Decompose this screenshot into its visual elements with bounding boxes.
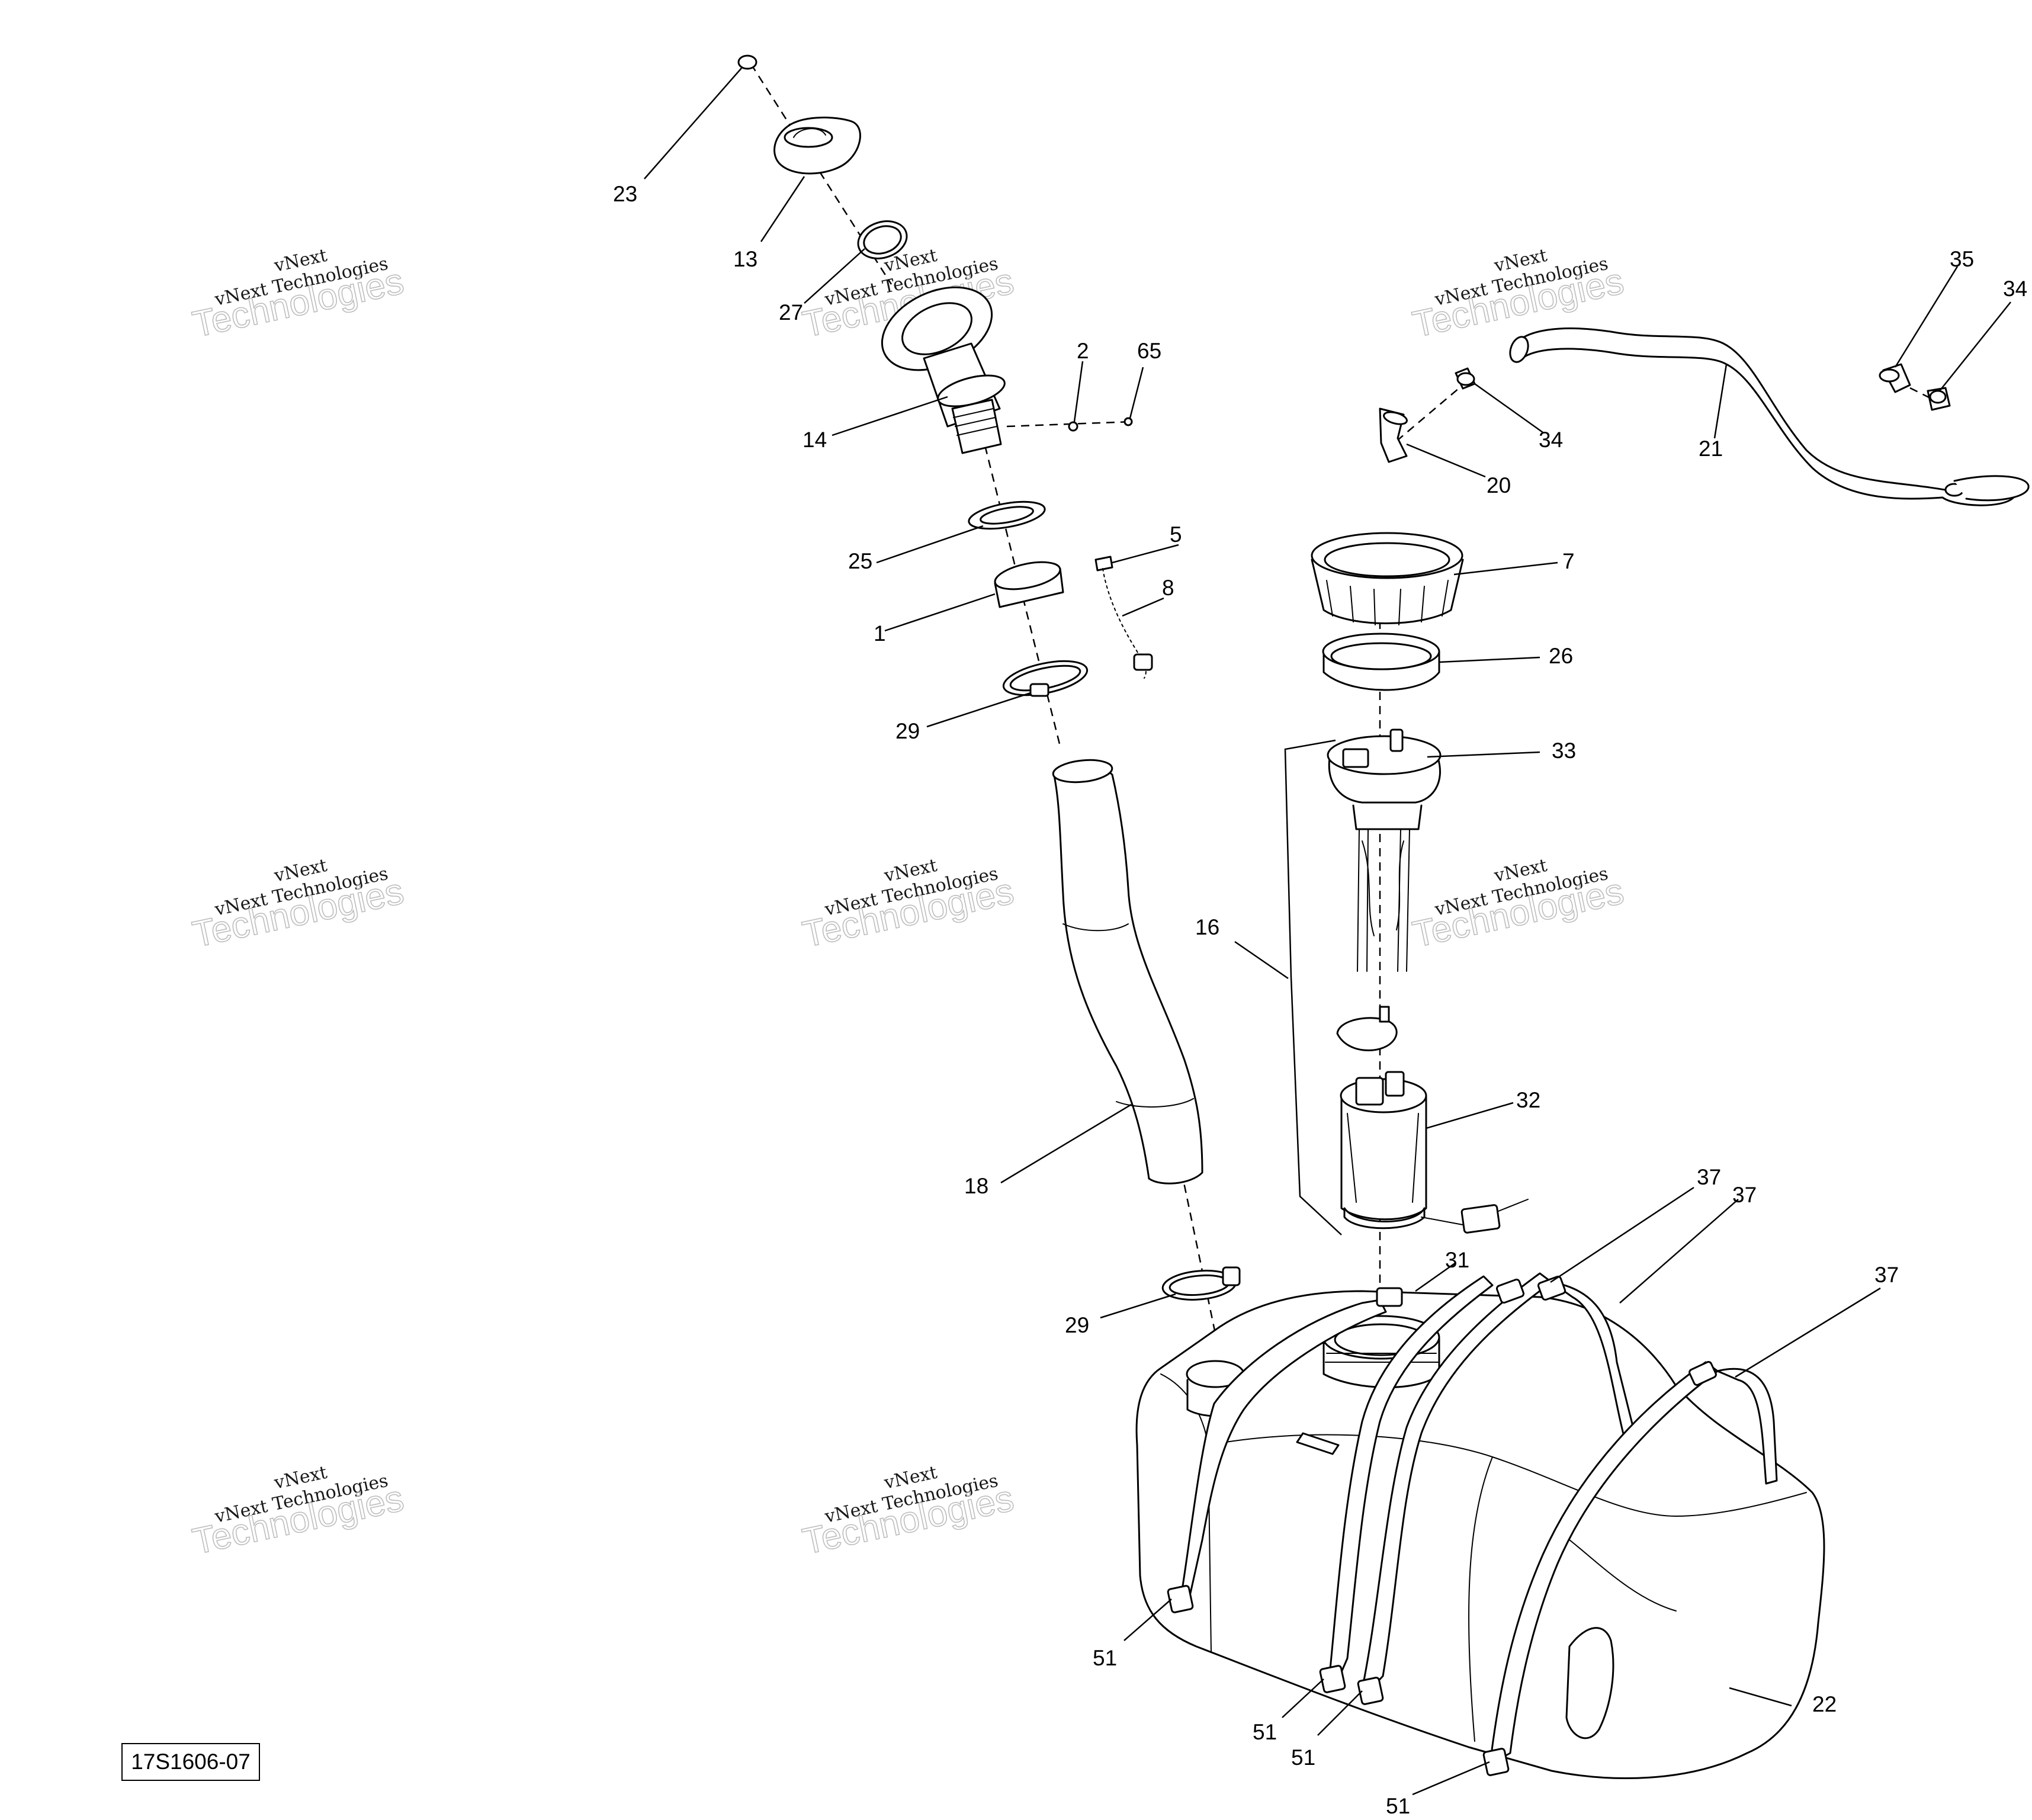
- callout-1: 1: [874, 621, 886, 646]
- washer-25: [968, 500, 1046, 530]
- callout-8: 8: [1162, 576, 1174, 600]
- fuel-pump-32: [1336, 1006, 1529, 1234]
- callout-29-lower: 29: [1065, 1313, 1089, 1337]
- callout-34-right: 34: [2003, 277, 2027, 301]
- lock-ring-7: [1311, 532, 1464, 625]
- callout-25: 25: [848, 549, 872, 573]
- strap-37-left: [1180, 1299, 1387, 1594]
- callout-5: 5: [1170, 522, 1182, 547]
- drawing-code: 17S1606-07: [121, 1743, 260, 1781]
- callout-51-a: 51: [1093, 1646, 1117, 1670]
- callout-23: 23: [613, 182, 637, 206]
- callout-34-left: 34: [1539, 428, 1563, 452]
- callout-35: 35: [1950, 247, 1974, 271]
- callout-27: 27: [779, 300, 803, 325]
- callout-37-b: 37: [1732, 1183, 1757, 1207]
- nut-1: [994, 561, 1064, 608]
- callout-2: 2: [1077, 339, 1089, 363]
- tether-8: [1102, 568, 1153, 679]
- elbow-fitting-20: [1379, 407, 1408, 463]
- watermark: vNext vNext Technologies Technologies: [1408, 245, 1627, 346]
- hose-clamp-29-lower: [1161, 1266, 1241, 1301]
- callout-14: 14: [802, 428, 827, 452]
- seal-26: [1322, 633, 1440, 691]
- clip-34-right: [1927, 387, 1951, 411]
- watermark: vNext vNext Technologies Technologies: [798, 1462, 1017, 1563]
- callouts: 23 13 27 14 2 65 25 1 5 8 29 18 29 16 7 …: [613, 182, 2027, 1818]
- filler-neck-14: [881, 286, 1006, 454]
- o-ring-27: [857, 220, 908, 259]
- fuel-tank-22: [1135, 1290, 1825, 1779]
- callout-31: 31: [1445, 1248, 1469, 1272]
- fitting-35: [1879, 363, 1911, 393]
- vent-plug-23: [737, 54, 757, 70]
- callout-29-upper: 29: [895, 719, 920, 743]
- clip-34-left: [1455, 367, 1476, 390]
- callout-33: 33: [1552, 739, 1576, 763]
- callout-26: 26: [1549, 644, 1573, 668]
- callout-37-a: 37: [1697, 1165, 1721, 1189]
- module-bracket-16: [1284, 739, 1342, 1235]
- filler-hose-18: [1052, 759, 1203, 1185]
- pump-flange-33: [1327, 728, 1442, 972]
- callout-20: 20: [1487, 473, 1511, 497]
- callout-13: 13: [733, 247, 757, 271]
- callout-22: 22: [1812, 1692, 1837, 1716]
- callout-21: 21: [1699, 436, 1723, 461]
- leader-lines: [644, 68, 2011, 1796]
- hose-clamp-29-upper: [1002, 660, 1089, 697]
- callout-7: 7: [1562, 549, 1575, 573]
- screw-5: [1094, 556, 1113, 572]
- strap-clip-51-d: [1482, 1748, 1510, 1776]
- callout-51-b: 51: [1253, 1720, 1277, 1744]
- watermark: vNext vNext Technologies Technologies: [188, 245, 407, 346]
- small-screw-2: [1068, 421, 1078, 432]
- callout-51-d: 51: [1386, 1794, 1410, 1818]
- callout-51-c: 51: [1291, 1745, 1315, 1770]
- callout-32: 32: [1516, 1088, 1540, 1112]
- callout-37-c: 37: [1874, 1263, 1899, 1287]
- vent-hose-21: [1509, 327, 2030, 506]
- watermark: vNext vNext Technologies Technologies: [1408, 855, 1627, 956]
- callout-18: 18: [964, 1174, 988, 1198]
- fuel-cap-13: [773, 116, 861, 175]
- watermark: vNext vNext Technologies Technologies: [188, 855, 407, 956]
- buckle-31: [1376, 1275, 1566, 1307]
- callout-65: 65: [1137, 339, 1161, 363]
- callout-16: 16: [1195, 915, 1219, 939]
- watermark: vNext vNext Technologies Technologies: [188, 1462, 407, 1563]
- small-plug-65: [1123, 417, 1133, 426]
- watermark: vNext vNext Technologies Technologies: [798, 855, 1017, 956]
